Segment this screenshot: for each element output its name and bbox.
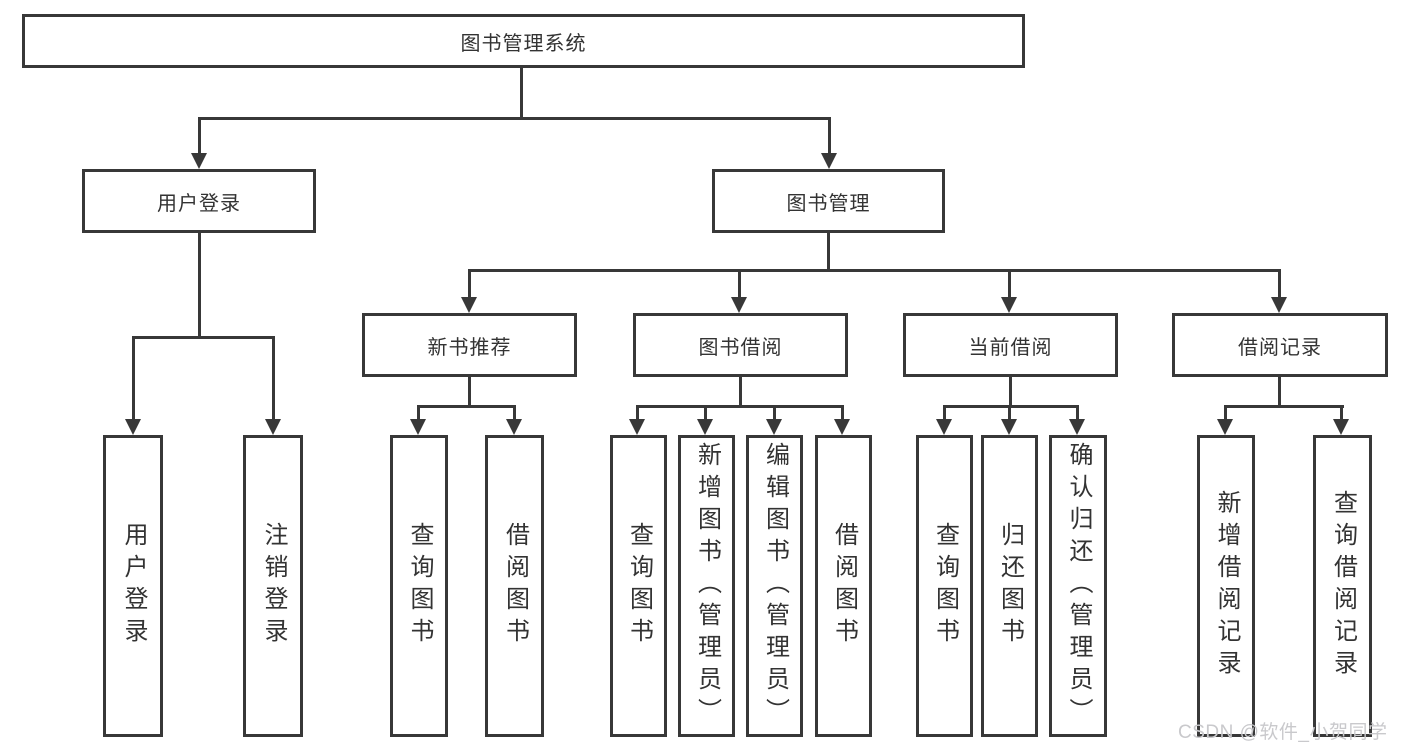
arrow-down-icon <box>1001 297 1017 313</box>
node-library-management-system: 图书管理系统 <box>22 14 1025 68</box>
leaf-borrow-books-recommend: 借阅图书 <box>485 435 544 737</box>
arrow-down-icon <box>834 419 850 435</box>
leaf-label: 查询图书 <box>406 522 433 650</box>
arrow-down-icon <box>506 419 522 435</box>
connector-drop <box>773 408 776 420</box>
connector-drop <box>417 408 420 420</box>
node-label: 借阅记录 <box>1238 336 1322 359</box>
arrow-down-icon <box>1069 419 1085 435</box>
connector-drop-user-login <box>198 120 201 154</box>
connector-current-borrowing-stem <box>1009 377 1012 407</box>
leaf-user-login: 用户登录 <box>103 435 163 737</box>
arrow-down-icon <box>766 419 782 435</box>
connector-current-borrowing-bar <box>943 405 1079 408</box>
leaf-label: 注销登录 <box>260 522 287 650</box>
node-user-login: 用户登录 <box>82 169 316 233</box>
leaf-edit-book-admin: 编辑图书（管理员） <box>746 435 803 737</box>
arrow-down-icon <box>697 419 713 435</box>
csdn-watermark: CSDN @软件_小贺同学 <box>1178 722 1388 743</box>
leaf-label: 新增借阅记录 <box>1213 490 1240 682</box>
connector-book-borrowing-stem <box>739 377 742 407</box>
connector-user-login-bar <box>132 336 275 339</box>
leaf-query-books-current: 查询图书 <box>916 435 973 737</box>
connector-book-borrowing-bar <box>636 405 844 408</box>
arrow-down-icon <box>629 419 645 435</box>
connector-drop <box>943 408 946 420</box>
node-book-borrowing: 图书借阅 <box>633 313 848 377</box>
leaf-label: 归还图书 <box>996 522 1024 650</box>
leaf-borrow-books-borrowing: 借阅图书 <box>815 435 872 737</box>
connector-new-book-stem <box>468 377 471 407</box>
connector-root-stem <box>520 68 523 119</box>
arrow-down-icon <box>191 153 207 169</box>
connector-drop <box>1340 408 1343 420</box>
node-label: 当前借阅 <box>968 336 1053 359</box>
arrow-down-icon <box>461 297 477 313</box>
node-book-management: 图书管理 <box>712 169 945 233</box>
leaf-return-books: 归还图书 <box>981 435 1038 737</box>
connector-drop <box>841 408 844 420</box>
arrow-down-icon <box>821 153 837 169</box>
leaf-label: 新增图书（管理员） <box>693 442 721 730</box>
connector-drop <box>513 408 516 420</box>
node-label: 图书借阅 <box>698 336 783 359</box>
leaf-query-books-borrowing: 查询图书 <box>610 435 667 737</box>
arrow-down-icon <box>125 419 141 435</box>
connector-book-management-stem <box>827 233 830 272</box>
leaf-label: 编辑图书（管理员） <box>761 442 789 730</box>
arrow-down-icon <box>1333 419 1349 435</box>
connector-drop <box>1076 408 1079 420</box>
leaf-logout-login: 注销登录 <box>243 435 303 737</box>
connector-drop-leaf-user-login <box>132 339 135 420</box>
arrow-down-icon <box>1001 419 1017 435</box>
node-label: 图书管理系统 <box>460 32 587 55</box>
node-label: 新书推荐 <box>427 336 512 359</box>
leaf-label: 查询图书 <box>931 522 959 650</box>
connector-drop-book-borrowing <box>738 272 741 298</box>
arrow-down-icon <box>265 419 281 435</box>
connector-borrowing-records-bar <box>1224 405 1344 408</box>
connector-borrowing-records-stem <box>1278 377 1281 407</box>
arrow-down-icon <box>1271 297 1287 313</box>
connector-drop-book-management <box>828 120 831 154</box>
leaf-add-borrow-record: 新增借阅记录 <box>1197 435 1255 737</box>
leaf-confirm-return-admin: 确认归还（管理员） <box>1049 435 1107 737</box>
connector-root-bar <box>198 117 831 120</box>
leaf-label: 确认归还（管理员） <box>1065 442 1092 730</box>
leaf-label: 借阅图书 <box>830 522 858 650</box>
connector-drop <box>636 408 639 420</box>
connector-drop <box>1224 408 1227 420</box>
leaf-label: 用户登录 <box>120 522 147 650</box>
arrow-down-icon <box>731 297 747 313</box>
leaf-label: 查询借阅记录 <box>1329 490 1357 682</box>
connector-drop-borrowing-records <box>1278 272 1281 298</box>
connector-drop-new-book <box>468 272 471 298</box>
arrow-down-icon <box>936 419 952 435</box>
connector-drop-current-borrowing <box>1008 272 1011 298</box>
node-label: 用户登录 <box>157 192 241 215</box>
connector-drop-leaf-logout <box>272 339 275 420</box>
connector-drop <box>704 408 707 420</box>
leaf-label: 借阅图书 <box>501 522 529 650</box>
leaf-add-book-admin: 新增图书（管理员） <box>678 435 735 737</box>
node-new-book-recommendation: 新书推荐 <box>362 313 577 377</box>
connector-new-book-bar <box>417 405 516 408</box>
node-label: 图书管理 <box>786 192 871 215</box>
leaf-label: 查询图书 <box>625 522 653 650</box>
arrow-down-icon <box>410 419 426 435</box>
arrow-down-icon <box>1217 419 1233 435</box>
node-borrowing-records: 借阅记录 <box>1172 313 1388 377</box>
node-current-borrowing: 当前借阅 <box>903 313 1118 377</box>
connector-user-login-stem <box>198 233 201 338</box>
leaf-query-books-recommend: 查询图书 <box>390 435 448 737</box>
connector-drop <box>1008 408 1011 420</box>
leaf-query-borrow-record: 查询借阅记录 <box>1313 435 1372 737</box>
connector-book-management-bar <box>468 269 1281 272</box>
